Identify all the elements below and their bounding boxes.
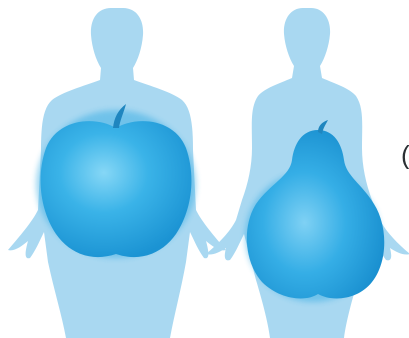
apple-shape-figure [8,8,226,338]
apple-icon [41,121,192,257]
cropped-caption-text: ( [401,141,409,169]
pear-shape-figure [206,8,409,338]
